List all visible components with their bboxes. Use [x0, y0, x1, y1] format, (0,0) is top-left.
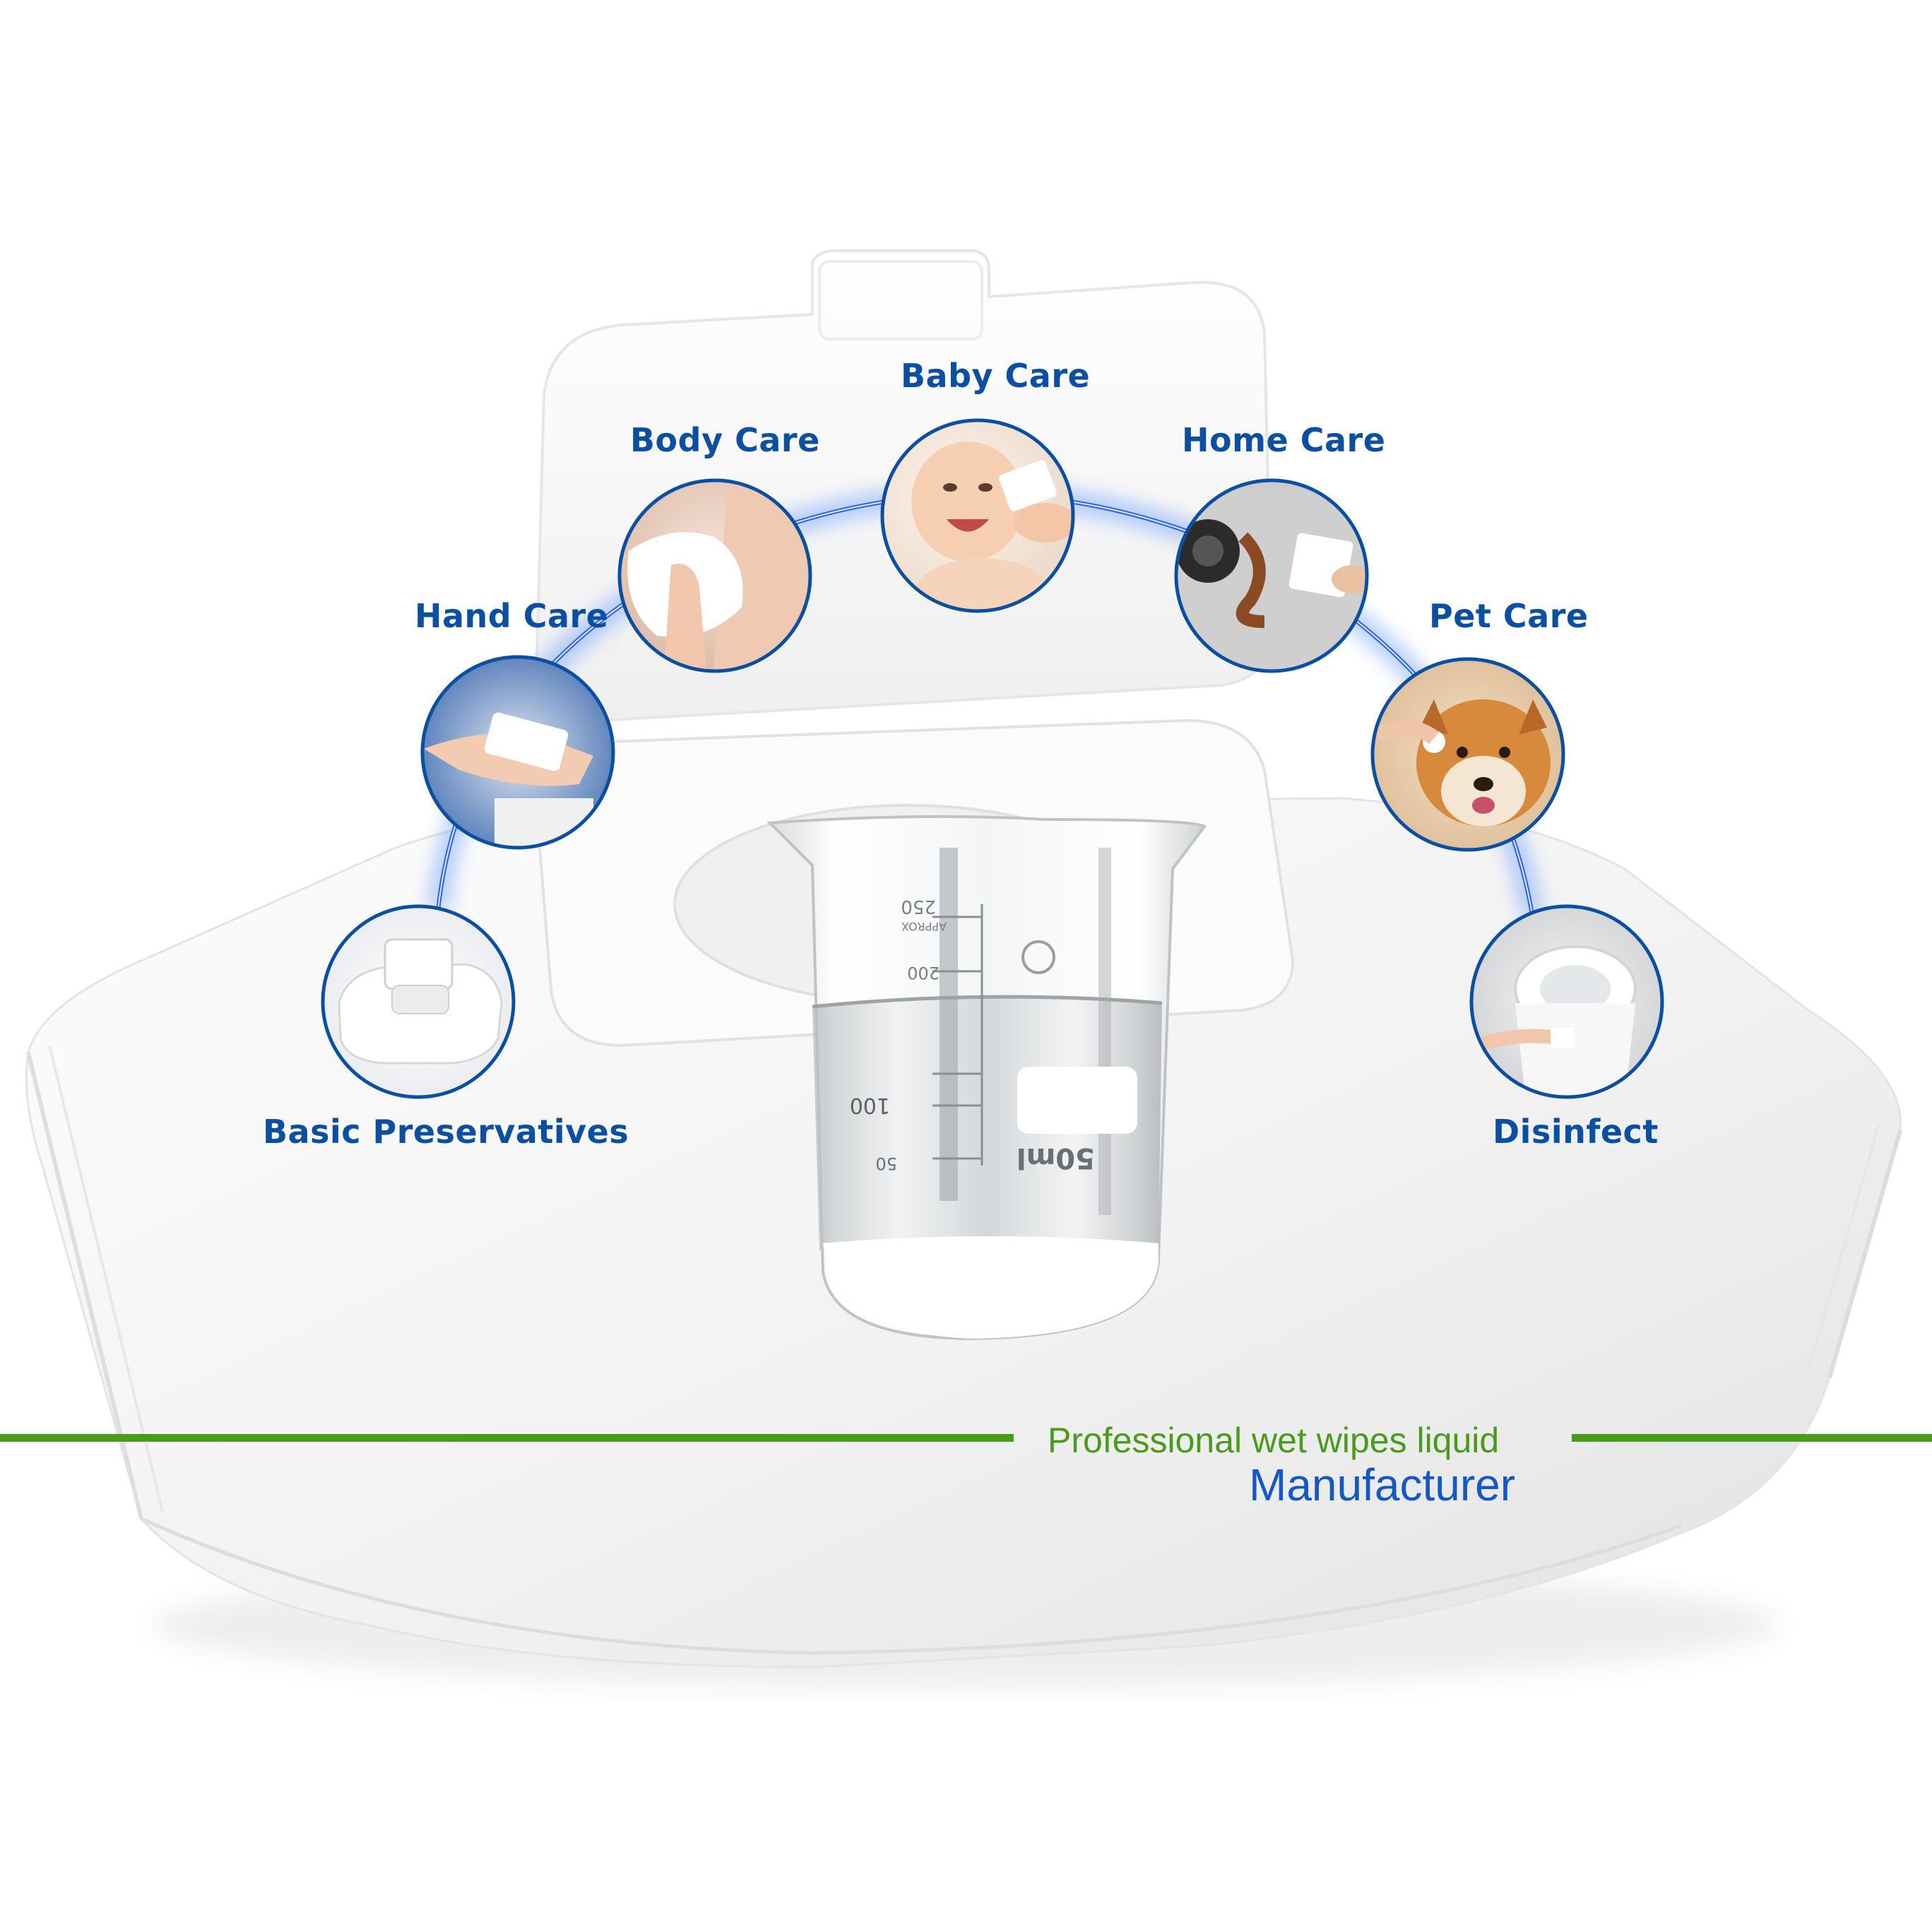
beaker-mark-50ml: 50ml [1017, 1142, 1095, 1174]
dog-wipe-icon [1370, 657, 1565, 852]
hand-wipe-icon [420, 655, 615, 850]
beaker-mark-100: 100 [850, 1093, 890, 1118]
tagline-line2: Manufacturer [1249, 1459, 1516, 1510]
face-wipe-icon [617, 478, 812, 673]
tagline-line-left [0, 1434, 1014, 1442]
stove-wipe-icon [1174, 478, 1369, 673]
label-body-care: Body Care [630, 421, 820, 459]
label-baby-care: Baby Care [901, 357, 1091, 395]
toilet-wipe-icon [1469, 904, 1664, 1099]
beaker-illustration: 250 APPROX 200 100 50 50ml [766, 815, 1207, 1341]
beaker-mark-250: 250 [901, 896, 936, 917]
tagline-line-right [1572, 1434, 1932, 1442]
label-pet-care: Pet Care [1429, 597, 1589, 635]
beaker-mark-50: 50 [875, 1154, 897, 1173]
beaker-mark-approx: APPROX [901, 920, 947, 933]
wipes-pack-icon [321, 904, 516, 1099]
baby-wipe-icon [880, 418, 1075, 613]
label-disinfect: Disinfect [1493, 1113, 1659, 1151]
tagline-line1: Professional wet wipes liquid [1048, 1421, 1500, 1460]
beaker-mark-200: 200 [907, 963, 940, 983]
label-hand-care: Hand Care [415, 597, 609, 635]
label-basic-preservatives: Basic Preservatives [263, 1113, 629, 1151]
label-home-care: Home Care [1182, 421, 1386, 459]
